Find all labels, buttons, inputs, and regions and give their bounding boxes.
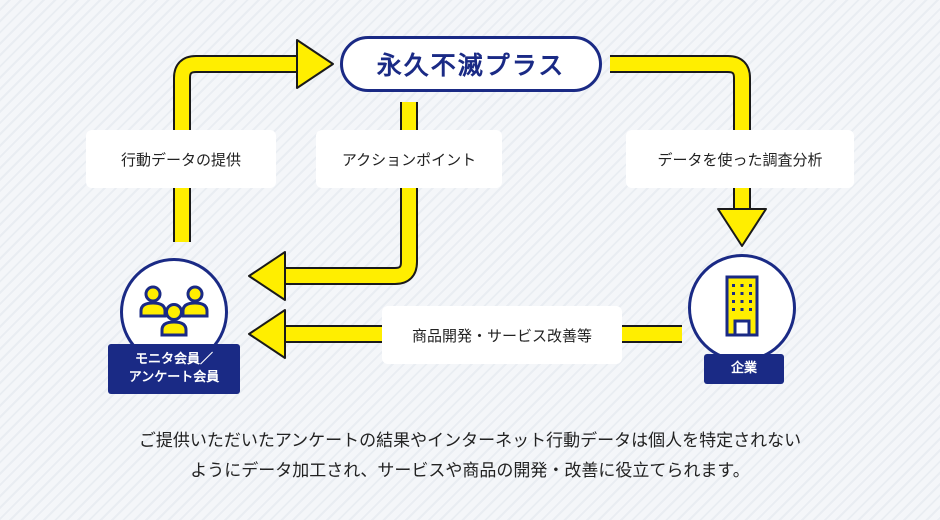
- building-icon: [725, 275, 759, 337]
- arrow-action-points: [282, 102, 418, 285]
- flow-label-behavior-data: 行動データの提供: [86, 130, 276, 188]
- people-icon: [139, 285, 209, 337]
- company-node: [688, 254, 796, 362]
- flow-label-product-dev: 商品開発・サービス改善等: [382, 306, 622, 364]
- arrow-head-behavior-data: [296, 39, 334, 89]
- flow-label-behavior-data-text: 行動データの提供: [120, 150, 241, 169]
- flow-label-action-points: アクションポイント: [316, 130, 502, 188]
- flow-label-analysis-text: データを使った調査分析: [657, 150, 823, 169]
- flow-label-action-points-text: アクションポイント: [341, 150, 477, 169]
- members-tag: モニタ会員／ アンケート会員: [108, 344, 240, 394]
- flow-label-analysis: データを使った調査分析: [626, 130, 854, 188]
- arrow-head-product-dev: [248, 309, 286, 359]
- brand-name: 永久不滅プラス: [376, 51, 566, 80]
- company-tag-label: 企業: [730, 361, 757, 376]
- flow-label-product-dev-text: 商品開発・サービス改善等: [411, 326, 592, 345]
- arrow-head-analysis: [717, 208, 767, 247]
- members-tag-line1: モニタ会員／: [134, 352, 213, 367]
- brand-pill: 永久不滅プラス: [340, 36, 602, 92]
- caption-line-2: ようにデータ加工され、サービスや商品の開発・改善に役立てられます。: [190, 461, 750, 481]
- arrow-head-action-points: [248, 251, 286, 301]
- members-tag-line2: アンケート会員: [128, 370, 220, 385]
- caption-line-1: ご提供いただいたアンケートの結果やインターネット行動データは個人を特定されない: [138, 431, 802, 451]
- company-tag: 企業: [704, 354, 784, 384]
